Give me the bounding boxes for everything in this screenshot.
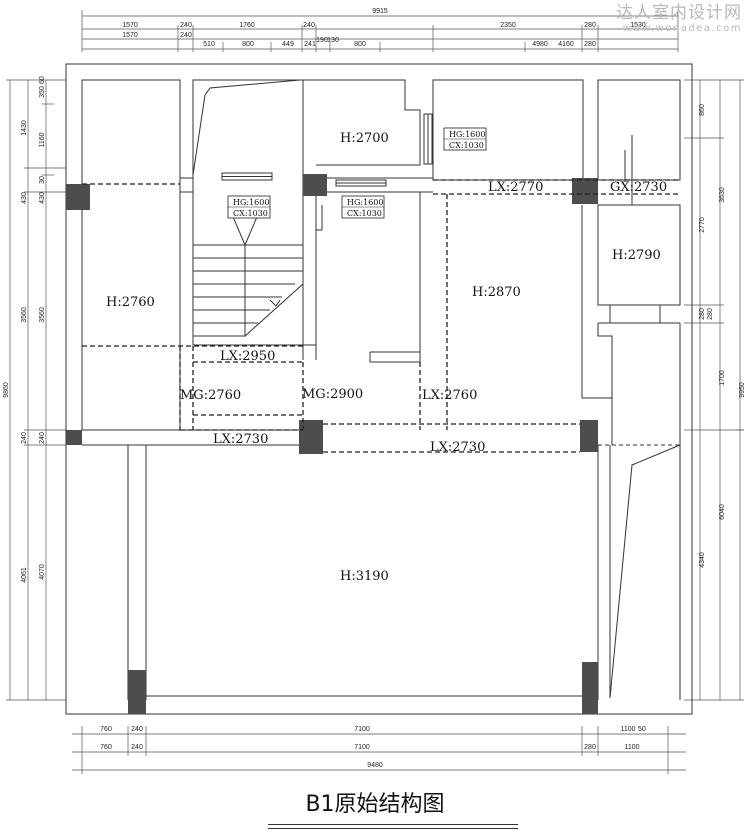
dim-bottom-r1-1: 240 bbox=[131, 726, 143, 733]
beam-label: LX:2730 bbox=[213, 432, 268, 447]
room-height-label: H:3190 bbox=[340, 569, 389, 584]
dim-left-in-6: 240 bbox=[39, 432, 46, 444]
room-height-label: H:2870 bbox=[472, 285, 521, 300]
dim-top-r2-8: 800 bbox=[354, 41, 366, 48]
dim-bottom-r2-4: 1100 bbox=[624, 744, 639, 751]
dim-top-r1-1: 240 bbox=[180, 22, 192, 29]
dim-bottom-total: 9480 bbox=[367, 762, 383, 769]
title-underline bbox=[268, 824, 518, 825]
dim-top-r2-4: 449 bbox=[282, 41, 294, 48]
beam-label: GX:2730 bbox=[610, 180, 667, 195]
left-dimension-chains bbox=[6, 79, 66, 701]
dim-top-r1-5: 280 bbox=[584, 22, 596, 29]
dim-top-r2-0: 1570 bbox=[122, 32, 138, 39]
dim-left-in-4: 430 bbox=[39, 192, 46, 204]
dim-left-outer: 9860 bbox=[3, 382, 10, 398]
watermark: 达人室内设计网 www.wonadea.com bbox=[616, 4, 742, 34]
dim-bottom-r2-0: 760 bbox=[100, 744, 112, 751]
window-tag: HG:1600 CX:1030 bbox=[341, 195, 385, 219]
dim-left-mid-1: 430 bbox=[21, 192, 28, 204]
dim-bottom-r1-2: 7100 bbox=[354, 726, 370, 733]
dim-right-in-3: 280 bbox=[707, 308, 714, 320]
dim-left-in-2: 1160 bbox=[39, 132, 46, 147]
dim-right-in-4: 4340 bbox=[699, 552, 706, 568]
dim-top-r2-9: 4980 bbox=[532, 41, 548, 48]
dim-top-r1-3: 240 bbox=[303, 22, 315, 29]
dim-right-outer: 9950 bbox=[739, 382, 746, 398]
window-tag-hg: HG:1600 bbox=[233, 198, 269, 207]
title-underline bbox=[268, 828, 518, 829]
watermark-url: www.wonadea.com bbox=[622, 22, 742, 34]
beam-label: LX:2770 bbox=[488, 180, 543, 195]
dim-top-r1-2: 1760 bbox=[239, 22, 255, 29]
room-height-label: H:2790 bbox=[612, 248, 661, 263]
dim-bottom-r1-0: 760 bbox=[100, 726, 112, 733]
room-height-label: H:2700 bbox=[340, 131, 389, 146]
dim-left-in-0: 350 bbox=[39, 86, 46, 98]
drawing-title: B1原始结构图 bbox=[305, 792, 445, 817]
dim-top-r2-11: 280 bbox=[584, 41, 596, 48]
dim-bottom-r1-3: 1100 bbox=[620, 726, 635, 733]
beam-label: LX:2760 bbox=[422, 388, 477, 403]
dim-top-total: 9915 bbox=[372, 8, 388, 15]
dim-left-in-1: 60 bbox=[39, 76, 46, 84]
door-swings bbox=[192, 79, 681, 699]
beam-label: LX:2730 bbox=[430, 440, 485, 455]
top-dimension-chains bbox=[81, 10, 679, 52]
dim-right-in-1: 2770 bbox=[699, 217, 706, 233]
dim-top-r2-1: 240 bbox=[180, 32, 192, 39]
dim-left-in-7: 4070 bbox=[39, 564, 46, 580]
window-tag: HG:1600 CX:1030 bbox=[443, 127, 487, 151]
dim-bottom-r2-3: 280 bbox=[584, 744, 596, 751]
dim-left-mid-2: 3560 bbox=[21, 307, 28, 323]
dim-top-r2-6: 190 bbox=[316, 37, 328, 44]
window-tag-cx: CX:1030 bbox=[347, 209, 382, 218]
watermark-cn: 达人室内设计网 bbox=[616, 3, 742, 23]
dim-bottom-r1-4: 50 bbox=[638, 726, 646, 733]
dim-top-r1-0: 1570 bbox=[122, 22, 138, 29]
dim-left-mid-4: 4061 bbox=[21, 567, 28, 583]
dim-top-r2-5: 241 bbox=[304, 41, 316, 48]
dim-left-in-5: 3560 bbox=[39, 307, 46, 323]
stair-treads bbox=[193, 204, 304, 338]
beam-lines bbox=[82, 179, 680, 453]
window-tag-hg: HG:1600 bbox=[449, 130, 485, 139]
dim-right-mid-1: 1700 bbox=[719, 370, 726, 386]
dim-left-mid-0: 1430 bbox=[21, 120, 28, 136]
dim-top-r1-6: 1530 bbox=[630, 22, 646, 29]
beam-label: MG:2760 bbox=[180, 388, 241, 403]
room-height-label: H:2760 bbox=[106, 295, 155, 310]
structural-columns bbox=[66, 174, 598, 714]
dim-right-in-0: 860 bbox=[699, 104, 706, 116]
right-dimension-chains bbox=[684, 79, 744, 701]
dim-right-in-2: 280 bbox=[699, 308, 706, 320]
dim-top-r2-3: 800 bbox=[242, 41, 254, 48]
dim-top-r2-7: 130 bbox=[327, 37, 339, 44]
walls bbox=[65, 63, 693, 715]
dim-top-r2-10: 4160 bbox=[558, 41, 574, 48]
dim-right-mid-0: 3630 bbox=[719, 187, 726, 203]
window-tag-cx: CX:1030 bbox=[233, 209, 268, 218]
dim-bottom-r2-2: 7100 bbox=[354, 744, 370, 751]
dim-bottom-r2-1: 240 bbox=[131, 744, 143, 751]
dim-right-mid-2: 6040 bbox=[719, 504, 726, 520]
windows bbox=[221, 113, 433, 187]
dim-left-in-3: 30 bbox=[39, 176, 46, 184]
window-tag-hg: HG:1600 bbox=[347, 198, 383, 207]
beam-label: LX:2950 bbox=[220, 349, 275, 364]
window-tag: HG:1600 CX:1030 bbox=[227, 195, 271, 219]
dim-left-mid-3: 240 bbox=[21, 432, 28, 444]
dim-top-r2-2: 510 bbox=[203, 41, 215, 48]
bottom-dimension-chains bbox=[72, 726, 686, 774]
dim-top-r1-4: 2350 bbox=[500, 22, 516, 29]
beam-label: MG:2900 bbox=[302, 387, 363, 402]
window-tag-cx: CX:1030 bbox=[449, 141, 484, 150]
